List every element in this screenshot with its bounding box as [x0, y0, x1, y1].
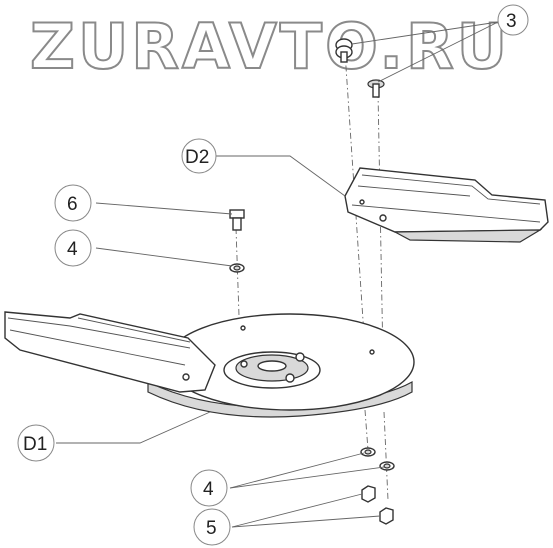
- callout-3: 3: [497, 4, 529, 36]
- washer-part-4-upper: [229, 263, 245, 273]
- svg-text:4: 4: [203, 479, 214, 500]
- leader-lines: [56, 21, 499, 528]
- svg-text:D2: D2: [185, 147, 209, 168]
- watermark-text: ZURAVTO.RU: [30, 10, 510, 83]
- bolt-part-6: [229, 209, 245, 231]
- washers-part-4-lower: [360, 447, 395, 471]
- assembly-axes: [235, 51, 389, 501]
- nuts-part-5: [361, 485, 394, 525]
- svg-text:6: 6: [67, 194, 78, 215]
- callout-5: 5: [193, 508, 231, 546]
- callout-4-lower: 4: [190, 469, 228, 507]
- callout-4-upper: 4: [54, 229, 92, 267]
- callout-d1: D1: [17, 424, 55, 462]
- disc-assembly-d1: [4, 311, 415, 418]
- bolt-part-3: [335, 38, 385, 98]
- callout-6: 6: [54, 184, 92, 222]
- svg-text:3: 3: [506, 11, 517, 32]
- svg-text:D1: D1: [23, 434, 47, 455]
- blade-holder-d2: [344, 167, 549, 243]
- callout-d2: D2: [181, 138, 217, 174]
- svg-text:4: 4: [67, 239, 78, 260]
- svg-text:5: 5: [206, 518, 217, 539]
